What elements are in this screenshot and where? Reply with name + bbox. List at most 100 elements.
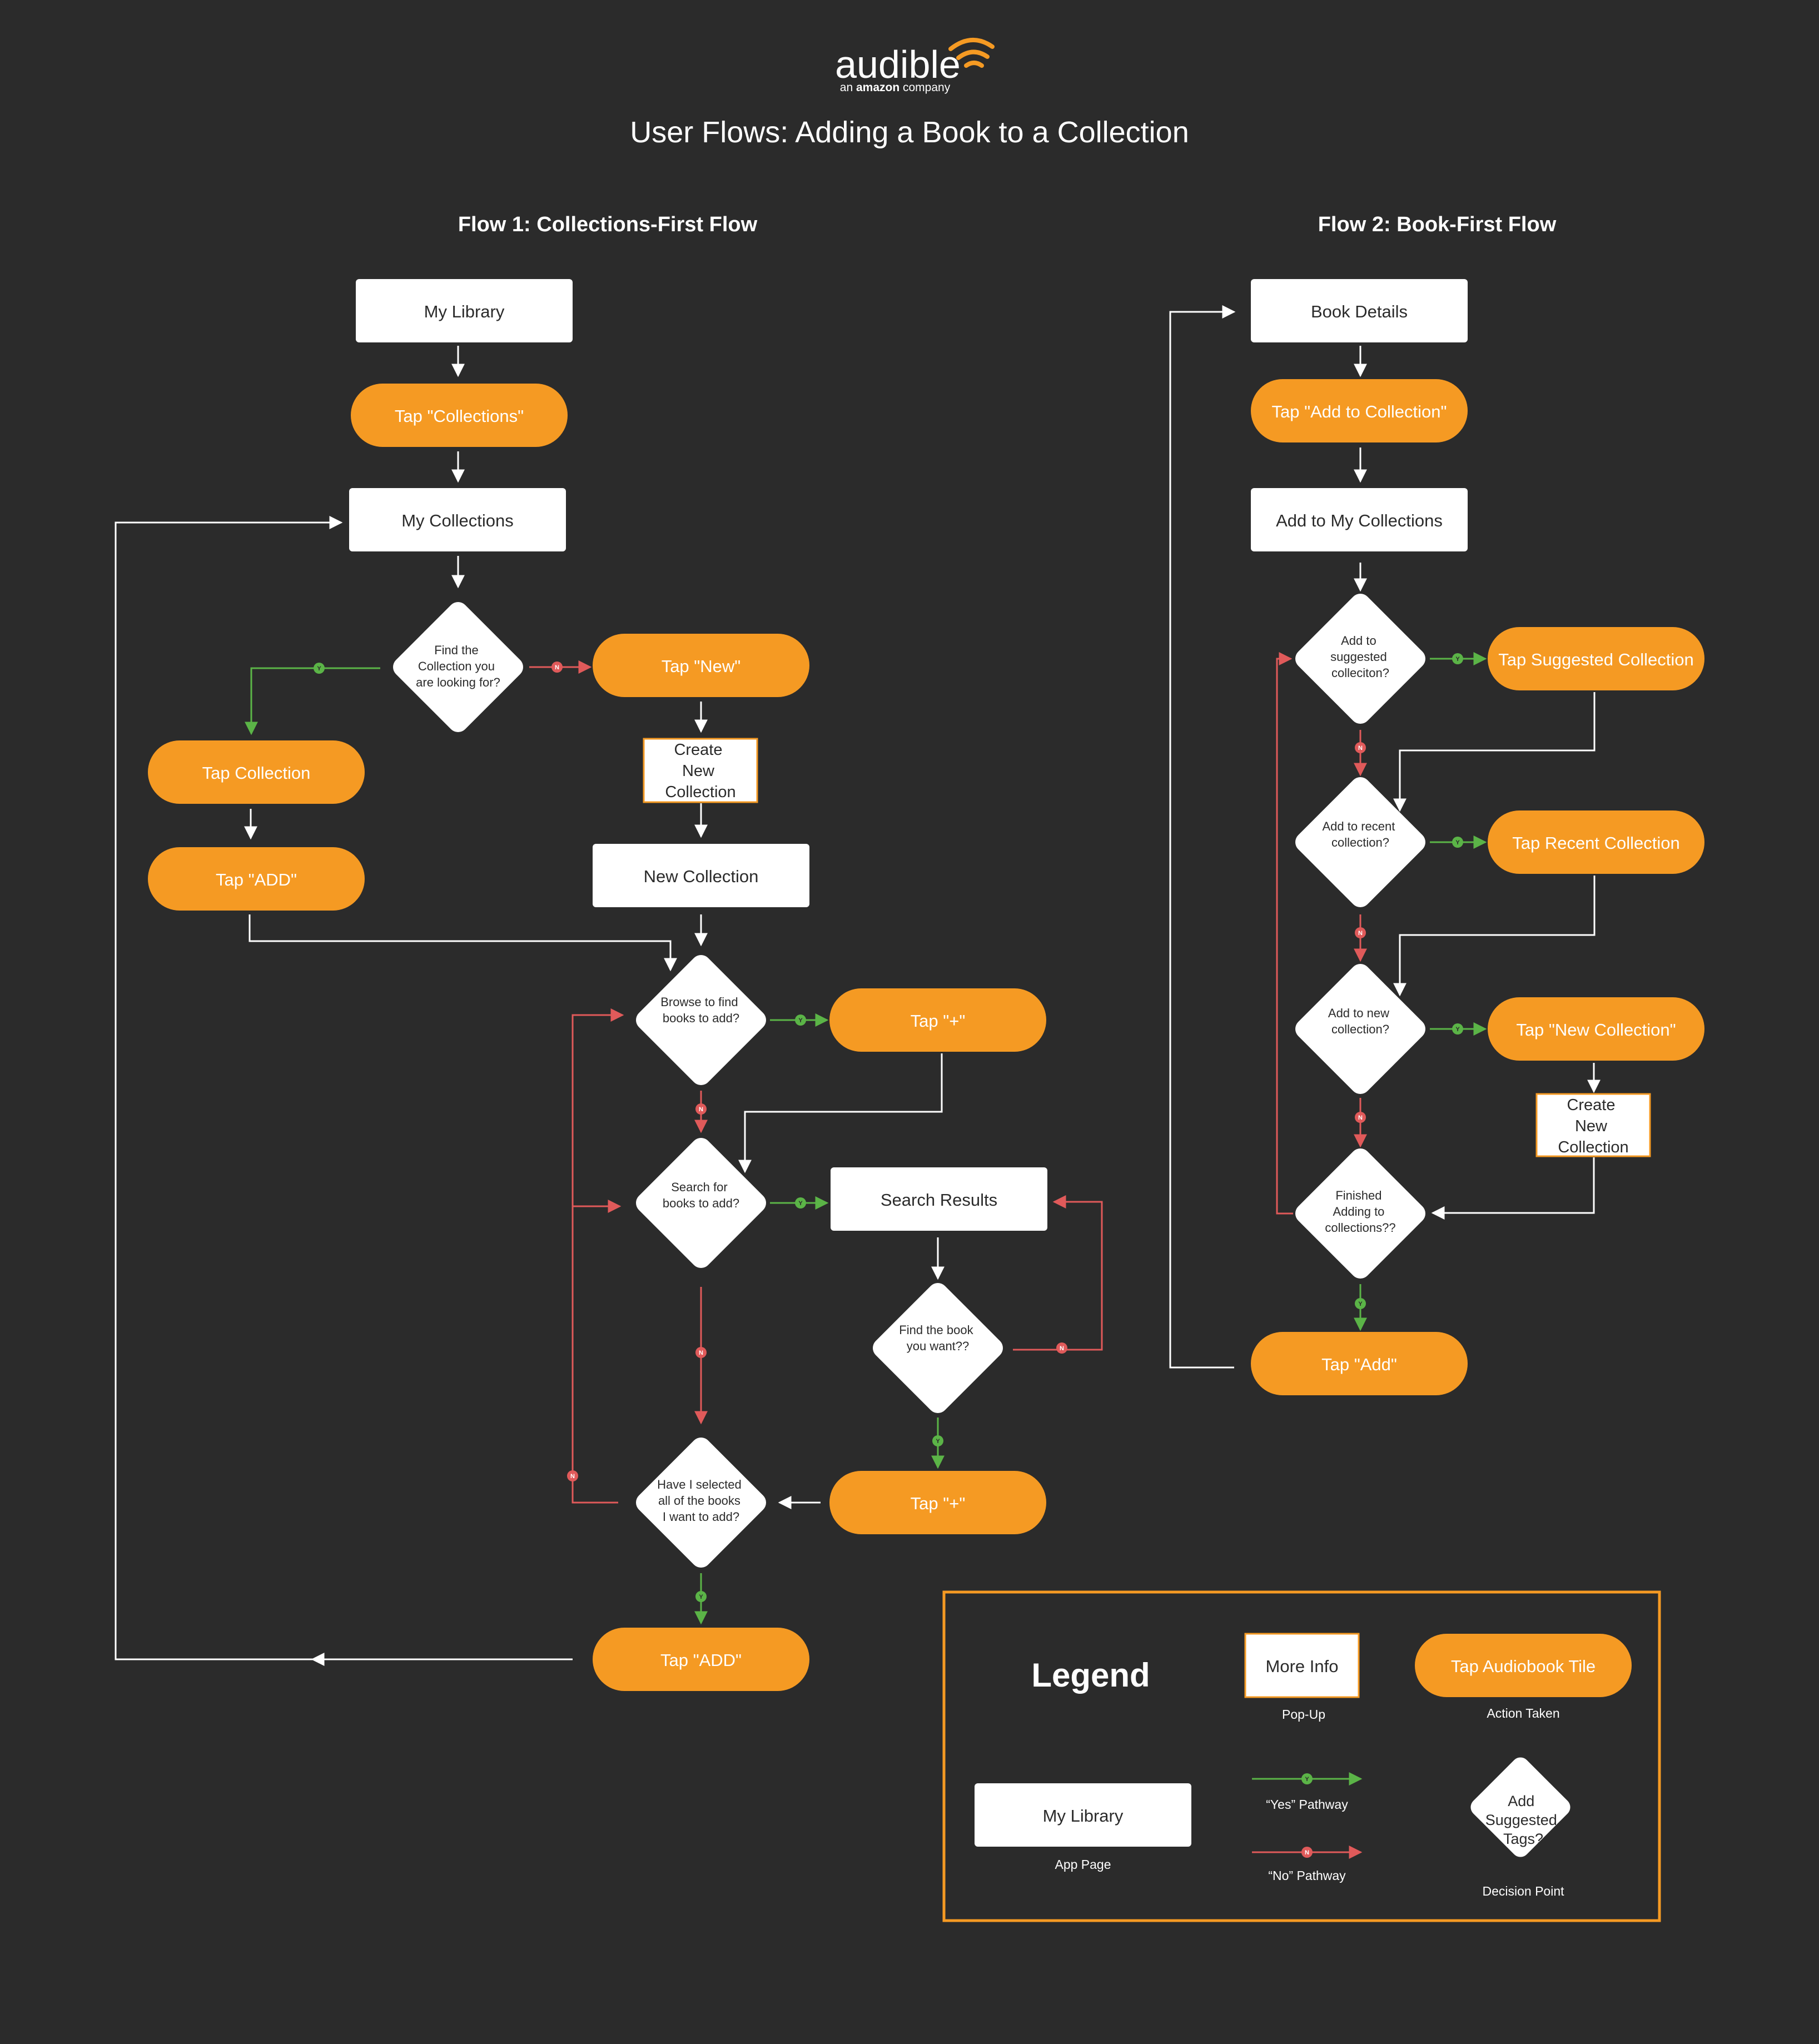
yes-marker: Y bbox=[795, 1014, 806, 1026]
my-collections-page[interactable]: My Collections bbox=[349, 488, 566, 551]
new-collection-page[interactable]: New Collection bbox=[593, 844, 809, 907]
tap-add-left-action[interactable]: Tap "ADD" bbox=[148, 847, 365, 911]
svg-text:N: N bbox=[1358, 1115, 1363, 1121]
tap-recent-collection-action[interactable]: Tap Recent Collection bbox=[1488, 810, 1704, 874]
svg-text:Create New Col: Create New Collection bbox=[665, 741, 735, 801]
tap-plus-top-action[interactable]: Tap "+" bbox=[829, 988, 1046, 1052]
svg-text:Add to My Collections: Add to My Collections bbox=[1276, 511, 1443, 530]
search-results-page[interactable]: Search Results bbox=[831, 1167, 1047, 1231]
find-collection-decision: Find the Collection you are looking for? bbox=[393, 602, 523, 732]
search-decision: Search for books to add? bbox=[636, 1138, 766, 1268]
svg-text:N: N bbox=[1358, 930, 1363, 937]
svg-text:Tap Audiobook Tile: Tap Audiobook Tile bbox=[1451, 1657, 1596, 1676]
svg-text:New Collection: New Collection bbox=[644, 867, 759, 886]
yes-marker: Y bbox=[932, 1435, 943, 1446]
svg-text:Search for books to ad: Search for books to add? bbox=[663, 1180, 739, 1210]
tap-new-collection-action[interactable]: Tap "New Collection" bbox=[1488, 997, 1704, 1061]
svg-text:Y: Y bbox=[1455, 839, 1460, 846]
audible-logo: audible an amazon company bbox=[835, 38, 995, 94]
no-marker: N bbox=[1355, 742, 1366, 753]
yes-marker: Y bbox=[314, 663, 325, 674]
tap-suggested-collection-action[interactable]: Tap Suggested Collection bbox=[1488, 627, 1704, 690]
tap-plus-bottom-action[interactable]: Tap "+" bbox=[829, 1471, 1046, 1534]
svg-text:Tap Suggested Collection: Tap Suggested Collection bbox=[1498, 650, 1694, 669]
svg-text:Y: Y bbox=[1358, 1301, 1363, 1307]
svg-text:Y: Y bbox=[798, 1017, 803, 1024]
svg-text:Tap "+": Tap "+" bbox=[911, 1011, 966, 1031]
svg-text:Y: Y bbox=[1305, 1776, 1309, 1783]
svg-text:Tap "ADD": Tap "ADD" bbox=[660, 1650, 742, 1670]
pathway-markers: Y N Y N Y N N Y N Y Y N Y N Y N Y bbox=[314, 653, 1463, 1602]
svg-text:“No” Pathway: “No” Pathway bbox=[1268, 1868, 1346, 1883]
legend-action-sample: Tap Audiobook Tile Action Taken bbox=[1415, 1634, 1632, 1720]
yes-marker: Y bbox=[695, 1591, 707, 1602]
legend-no-pathway: N “No” Pathway bbox=[1252, 1846, 1363, 1883]
selected-all-decision: Have I selected all of the books I want … bbox=[636, 1438, 766, 1568]
svg-text:Y: Y bbox=[798, 1200, 803, 1207]
my-library-page[interactable]: My Library bbox=[356, 279, 573, 342]
book-details-page[interactable]: Book Details bbox=[1251, 279, 1468, 342]
svg-text:My Library: My Library bbox=[424, 302, 505, 321]
svg-text:Find the Collection yo: Find the Collection you are looking for? bbox=[416, 643, 500, 689]
svg-text:Browse to find books t: Browse to find books to add? bbox=[660, 995, 742, 1025]
tap-collection-action[interactable]: Tap Collection bbox=[148, 740, 365, 804]
flow2-heading: Flow 2: Book-First Flow bbox=[1318, 213, 1557, 236]
svg-text:N: N bbox=[1060, 1345, 1064, 1352]
tap-add-bottom-action[interactable]: Tap "ADD" bbox=[593, 1628, 809, 1691]
svg-text:Tap "Add": Tap "Add" bbox=[1321, 1355, 1397, 1374]
no-marker: N bbox=[1355, 927, 1366, 938]
svg-text:N: N bbox=[699, 1106, 703, 1113]
no-marker: N bbox=[695, 1347, 707, 1358]
no-marker: N bbox=[551, 662, 563, 673]
page-title: User Flows: Adding a Book to a Collectio… bbox=[630, 116, 1189, 149]
legend-decision-sample: Add Suggested Tags? Decision Point bbox=[1470, 1757, 1570, 1898]
svg-text:Tap Recent Collection: Tap Recent Collection bbox=[1512, 833, 1680, 853]
legend-title: Legend bbox=[1031, 1657, 1150, 1694]
flow2-nodes: Book Details Tap "Add to Collection" Add… bbox=[1251, 279, 1704, 1395]
svg-text:N: N bbox=[570, 1473, 575, 1480]
svg-text:Add to recent collecti: Add to recent collection? bbox=[1323, 819, 1399, 849]
svg-text:Tap "+": Tap "+" bbox=[911, 1494, 966, 1513]
tap-add-to-collection-action[interactable]: Tap "Add to Collection" bbox=[1251, 379, 1468, 442]
svg-text:Y: Y bbox=[1455, 656, 1460, 663]
svg-text:Decision Point: Decision Point bbox=[1482, 1884, 1564, 1898]
svg-text:Action Taken: Action Taken bbox=[1487, 1706, 1559, 1720]
add-new-decision: Add to new collection? bbox=[1295, 964, 1425, 1094]
yes-marker: Y bbox=[795, 1197, 806, 1209]
yes-marker: Y bbox=[1452, 837, 1463, 848]
flow1-heading: Flow 1: Collections-First Flow bbox=[458, 213, 758, 236]
flow1-nodes: My Library Tap "Collections" My Collecti… bbox=[148, 279, 1047, 1691]
svg-text:Y: Y bbox=[699, 1594, 703, 1600]
no-marker: N bbox=[695, 1103, 707, 1115]
legend-yes-pathway: Y “Yes” Pathway bbox=[1252, 1772, 1363, 1812]
svg-text:“Yes” Pathway: “Yes” Pathway bbox=[1266, 1797, 1348, 1812]
svg-text:Search Results: Search Results bbox=[881, 1190, 997, 1210]
browse-decision: Browse to find books to add? bbox=[636, 955, 766, 1085]
svg-text:Tap Collection: Tap Collection bbox=[202, 763, 311, 783]
add-suggested-decision: Add to suggested colleciton? bbox=[1295, 594, 1425, 724]
create-new-collection-popup[interactable]: Create New Collection bbox=[1535, 1093, 1651, 1157]
yes-marker: Y bbox=[1452, 653, 1463, 664]
svg-text:Tap "Add to Collection": Tap "Add to Collection" bbox=[1272, 402, 1447, 421]
tap-collections-action[interactable]: Tap "Collections" bbox=[351, 384, 568, 447]
svg-text:Add to suggested: Add to suggested colleciton? bbox=[1330, 634, 1390, 680]
svg-text:N: N bbox=[1305, 1849, 1309, 1856]
add-to-my-collections-page[interactable]: Add to My Collections bbox=[1251, 488, 1468, 551]
legend-page-sample: My Library App Page bbox=[975, 1783, 1191, 1872]
audible-wifi-arc-icon bbox=[948, 38, 995, 68]
svg-text:Book Details: Book Details bbox=[1311, 302, 1408, 321]
svg-text:Pop-Up: Pop-Up bbox=[1282, 1707, 1325, 1722]
logo-wordmark: audible bbox=[835, 43, 961, 86]
yes-marker: Y bbox=[1355, 1298, 1366, 1309]
tap-add-action[interactable]: Tap "Add" bbox=[1251, 1332, 1468, 1395]
create-new-collection-popup[interactable]: Create New Collection bbox=[643, 738, 758, 803]
svg-text:Tap "ADD": Tap "ADD" bbox=[216, 870, 297, 889]
svg-text:N: N bbox=[555, 664, 559, 671]
svg-text:Add to new collection?: Add to new collection? bbox=[1328, 1006, 1393, 1036]
svg-text:Add Suggested: Add Suggested Tags? bbox=[1485, 1793, 1562, 1847]
no-marker: N bbox=[1056, 1342, 1067, 1354]
tap-new-action[interactable]: Tap "New" bbox=[593, 634, 809, 697]
svg-text:Finished Adding to: Finished Adding to collections?? bbox=[1325, 1188, 1395, 1235]
svg-text:Tap "Collections": Tap "Collections" bbox=[395, 406, 524, 426]
